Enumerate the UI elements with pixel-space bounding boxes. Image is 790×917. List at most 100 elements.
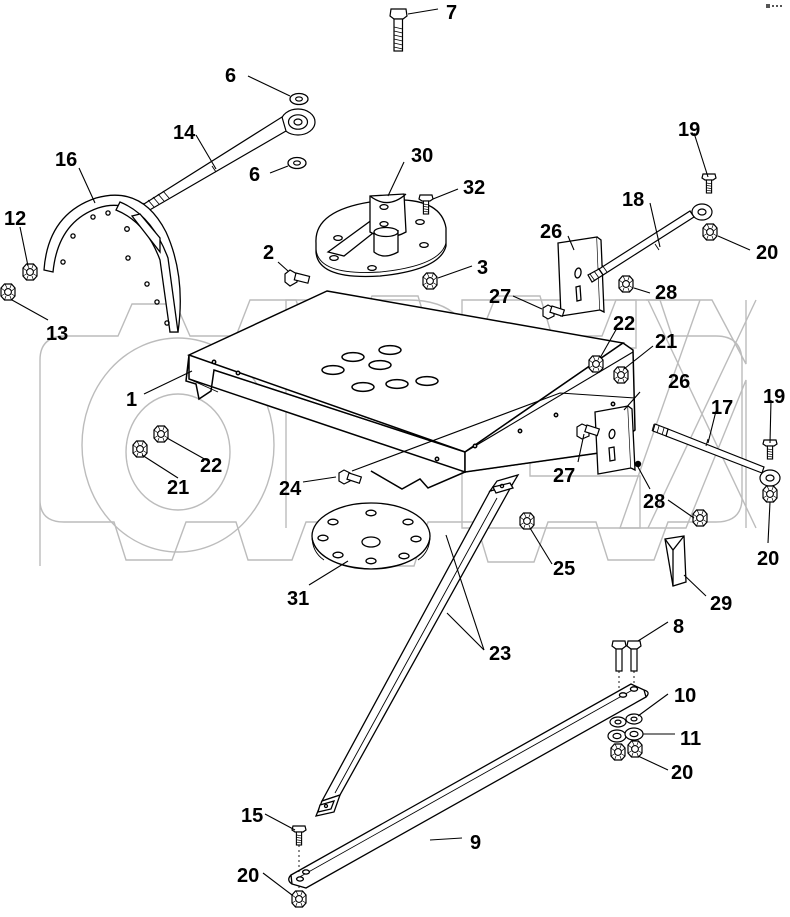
callout-number-26-mounting-plate: 26 <box>540 221 563 243</box>
part-7-long-hex-bolt <box>389 8 408 52</box>
callout-number-20-flange-lock-nut: 20 <box>757 548 780 570</box>
callout-number-26-mounting-plate: 26 <box>668 371 691 393</box>
callout-number-27-hex-flange-bolt: 27 <box>489 286 512 308</box>
leader-32 <box>432 188 459 200</box>
leader-9 <box>429 837 463 841</box>
leader-3 <box>437 265 473 279</box>
part-28-lock-nut-lower <box>692 509 708 527</box>
callout-number-1-mower-deck-shell: 1 <box>126 389 138 411</box>
callout-number-10-flat-washer-pair: 10 <box>674 685 697 707</box>
leader-22-right <box>599 327 618 359</box>
part-26-mounting-plate-upper <box>557 236 605 317</box>
callout-number-11-spacer-washer-pair: 11 <box>680 728 702 750</box>
callout-number-6-flat-washer: 6 <box>225 65 237 87</box>
callout-number-20-flange-lock-nut: 20 <box>237 865 260 887</box>
callout-number-28-lock-nut: 28 <box>643 491 666 513</box>
leader-28-lower <box>667 499 695 519</box>
callout-number-31-spindle-plate: 31 <box>287 588 310 610</box>
leader-6-upper <box>247 75 291 97</box>
part-21-lock-nut-right <box>613 366 629 384</box>
part-20-flange-lock-nut-pair <box>610 740 643 761</box>
part-27-hex-flange-bolt-lower <box>576 423 601 440</box>
part-10-flat-washer-pair <box>609 713 643 728</box>
callout-number-3-flange-lock-nut: 3 <box>477 257 489 279</box>
part-22-flange-nut-right <box>588 355 604 373</box>
callout-number-28-lock-nut: 28 <box>655 282 678 304</box>
registration-mark <box>766 4 782 8</box>
callout-number-9-long-strap-bar: 9 <box>470 832 482 854</box>
leader-26-lower <box>623 391 641 411</box>
leader-18 <box>649 202 661 248</box>
part-17-lower-link-rod <box>651 423 781 487</box>
callout-number-22-flange-nut: 22 <box>200 455 223 477</box>
part-26-mounting-plate-lower <box>594 405 636 475</box>
part-20-flange-lock-nut-bottom <box>291 890 307 908</box>
leader-1 <box>143 370 193 395</box>
callout-number-15-hex-flange-bolt: 15 <box>241 805 264 827</box>
callout-number-23-support-arm: 23 <box>489 643 512 665</box>
part-18-upper-link-rod <box>587 203 713 283</box>
callout-number-30-yoke-bracket: 30 <box>411 145 434 167</box>
part-8-carriage-bolt-pair <box>611 640 642 672</box>
callout-number-25-flange-lock-nut: 25 <box>553 558 576 580</box>
callout-number-16-curved-shield: 16 <box>55 149 78 171</box>
leader-17 <box>707 410 717 444</box>
part-21-lock-nut-left <box>132 440 148 458</box>
leader-20-pair <box>637 755 669 771</box>
part-12-lock-nut <box>22 263 38 281</box>
leader-21-right <box>623 345 654 370</box>
callout-number-17-link-rod-lower: 17 <box>711 397 734 419</box>
leader-24 <box>302 476 337 483</box>
leader-29 <box>683 574 707 597</box>
part-11-spacer-washer-pair <box>607 727 644 743</box>
part-20-flange-lock-nut-upper <box>702 223 718 241</box>
leader-27-lower <box>577 433 585 463</box>
callout-number-13-lock-nut: 13 <box>46 323 69 345</box>
part-19-flange-bolt-upper <box>701 173 717 194</box>
leader-23 <box>445 534 485 651</box>
part-2-hex-bolt <box>284 269 311 287</box>
callout-number-6-flat-washer: 6 <box>249 164 261 186</box>
callout-number-32-hex-bolt-short: 32 <box>463 177 486 199</box>
part-24-hex-flange-bolt <box>338 469 363 485</box>
leader-30 <box>387 161 405 197</box>
callout-number-8-carriage-bolt-pair: 8 <box>673 616 685 638</box>
part-25-flange-lock-nut <box>519 512 535 530</box>
leader-7 <box>407 8 439 15</box>
leader-20-bottom <box>262 872 293 896</box>
part-9-long-strap-bar <box>288 683 649 889</box>
leader-28-pin <box>637 466 651 490</box>
part-23-support-arm <box>314 473 520 817</box>
leader-25 <box>529 527 553 565</box>
part-15-hex-flange-bolt <box>291 825 307 846</box>
leader-15 <box>264 813 296 831</box>
callout-number-29-wedge-bracket: 29 <box>710 593 733 615</box>
part-1-mower-deck-shell <box>185 290 636 490</box>
part-28-lock-nut-upper <box>618 275 634 293</box>
leader-8 <box>637 621 669 642</box>
callout-number-7-hex-bolt-long: 7 <box>446 2 458 24</box>
part-30-yoke-bracket <box>369 193 407 257</box>
leader-2 <box>277 261 289 272</box>
callout-number-2-hex-bolt: 2 <box>263 242 275 264</box>
part-16-curved-shield <box>43 194 181 333</box>
callout-number-22-flange-nut: 22 <box>613 313 636 335</box>
callout-number-27-hex-flange-bolt: 27 <box>553 465 576 487</box>
callout-number-20-flange-lock-nut-pair: 20 <box>671 762 694 784</box>
callout-number-19-flange-bolt: 19 <box>763 386 786 408</box>
leader-20-lower <box>767 501 771 544</box>
callout-number-18-link-rod-upper: 18 <box>622 189 645 211</box>
callout-number-19-flange-bolt: 19 <box>678 119 701 141</box>
callout-number-20-flange-lock-nut: 20 <box>756 242 779 264</box>
part-31-spindle-plate <box>311 502 431 570</box>
leader-12 <box>19 226 29 267</box>
leader-14 <box>195 134 217 170</box>
part-27-hex-flange-bolt-upper <box>542 304 566 320</box>
leader-6-lower <box>269 165 289 174</box>
callout-number-21-lock-nut: 21 <box>167 477 190 499</box>
leader-27-upper <box>512 295 543 310</box>
part-6-flat-washer-upper <box>289 92 309 106</box>
leader-13 <box>11 299 49 321</box>
callout-number-21-lock-nut: 21 <box>655 331 678 353</box>
